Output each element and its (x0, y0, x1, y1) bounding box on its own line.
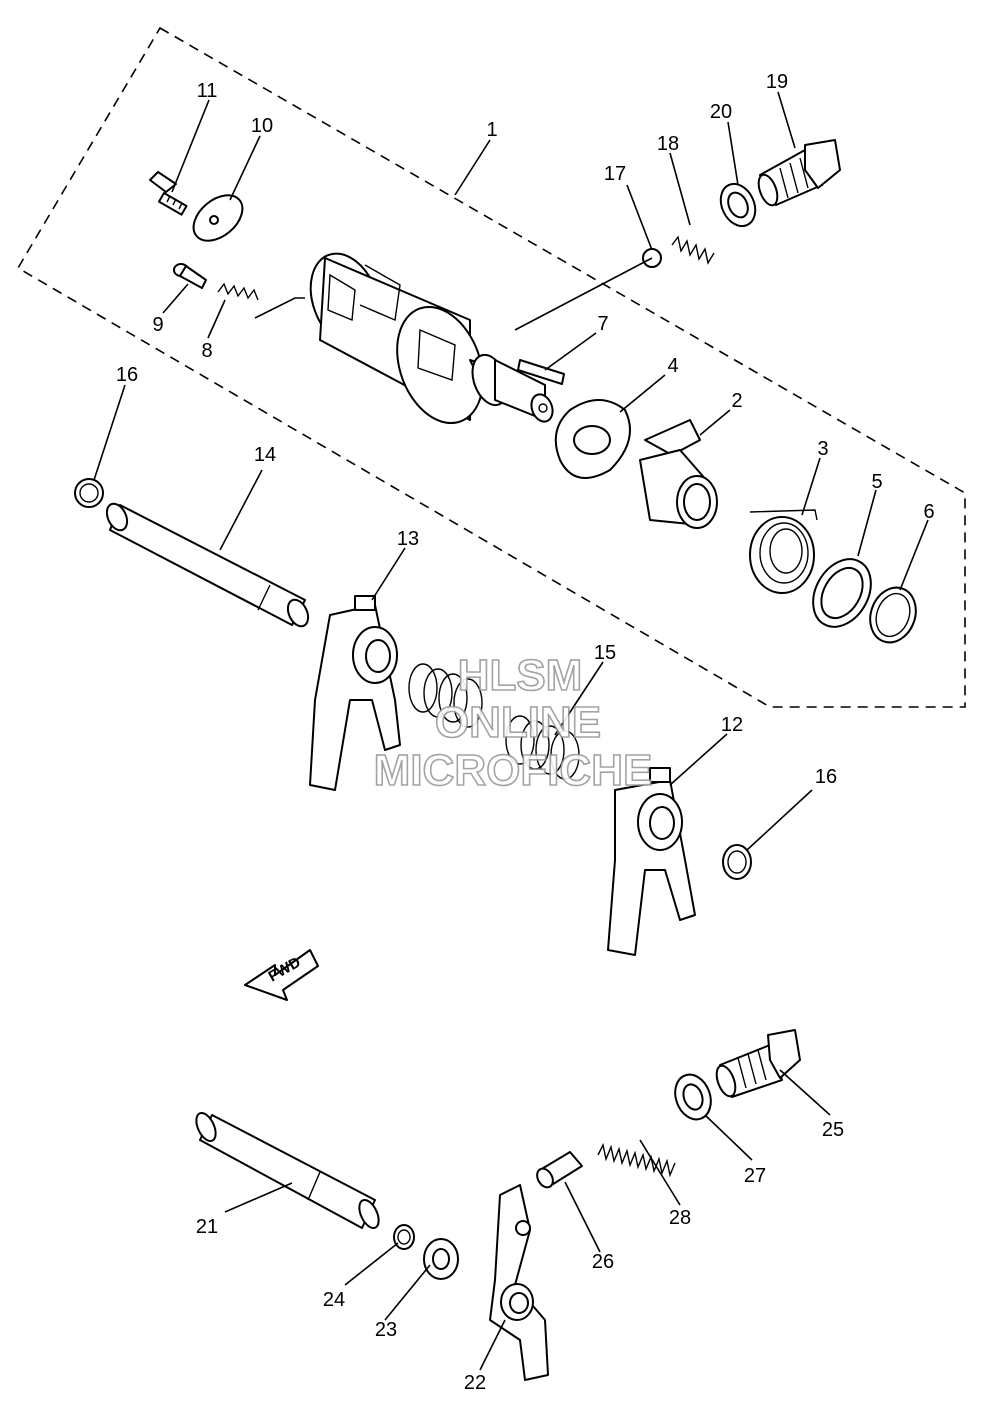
callout-26: 26 (592, 1251, 614, 1273)
part-spring-3 (749, 509, 818, 594)
callout-11: 11 (197, 80, 218, 102)
callout-13: 13 (397, 528, 419, 550)
part-shaft-21 (195, 1111, 380, 1230)
part-pin-26 (536, 1151, 583, 1189)
callout-16-left: 16 (116, 364, 138, 386)
callout-12: 12 (721, 714, 743, 736)
callout-25: 25 (822, 1119, 844, 1141)
callout-15: 15 (594, 642, 616, 664)
part-spring-8 (217, 282, 259, 301)
callout-17: 17 (604, 163, 626, 185)
callout-2: 2 (731, 390, 742, 412)
callout-9: 9 (152, 314, 163, 336)
part-circlip-24 (393, 1224, 415, 1250)
callout-14: 14 (254, 444, 276, 466)
callout-24: 24 (323, 1289, 345, 1311)
part-bolt-25 (715, 1029, 801, 1098)
callout-3: 3 (817, 438, 828, 460)
part-plate-10 (192, 194, 244, 242)
part-bolt-19 (757, 139, 841, 207)
part-shift-drum-1 (309, 252, 554, 425)
callout-7: 7 (597, 313, 608, 335)
part-collar-2 (639, 419, 718, 529)
watermark-line-1: HLSM (458, 651, 583, 700)
callout-20: 20 (710, 101, 732, 123)
callout-27: 27 (744, 1165, 766, 1187)
callout-23: 23 (375, 1319, 397, 1341)
callout-labels: 1 2 3 4 5 6 7 8 9 10 11 12 13 14 15 16 1… (116, 71, 935, 1394)
part-lever-22 (489, 1184, 549, 1381)
part-pin-7 (517, 359, 565, 385)
callout-10: 10 (251, 115, 273, 137)
part-spring-28 (597, 1142, 676, 1178)
callout-18: 18 (657, 133, 679, 155)
callout-22: 22 (464, 1372, 486, 1394)
callout-8: 8 (201, 340, 212, 362)
watermark-line-2: ONLINE (435, 698, 601, 747)
watermark-line-3: MICROFICHE (374, 746, 653, 795)
callout-21: 21 (196, 1216, 218, 1238)
assembly-boundary-1 (16, 26, 966, 708)
part-washer-23 (423, 1238, 459, 1280)
part-fork-12 (607, 767, 696, 956)
leader-lines (93, 91, 929, 1371)
part-screw-11 (149, 171, 188, 216)
callout-5: 5 (871, 471, 882, 493)
callout-1: 1 (486, 119, 497, 141)
part-circlip-16-right (722, 844, 752, 880)
callout-4: 4 (667, 355, 678, 377)
part-circlip-6 (869, 586, 917, 644)
callout-16-right: 16 (815, 766, 837, 788)
part-washer-27 (674, 1073, 712, 1121)
part-circlip-16-left (74, 478, 104, 508)
callout-28: 28 (669, 1207, 691, 1229)
part-spring-15 (408, 663, 580, 780)
part-fork-13 (309, 595, 401, 791)
watermark: HLSM ONLINE MICROFICHE (373, 650, 653, 796)
part-spring-18 (671, 235, 715, 265)
part-plate-4 (554, 399, 631, 479)
part-pin-9 (173, 263, 207, 289)
callout-19: 19 (766, 71, 788, 93)
part-shaft-14 (105, 502, 310, 628)
part-washer-20 (719, 182, 757, 228)
part-washer-5 (812, 558, 872, 628)
fwd-direction-arrow: FWD (244, 949, 319, 1001)
callout-6: 6 (923, 501, 934, 523)
